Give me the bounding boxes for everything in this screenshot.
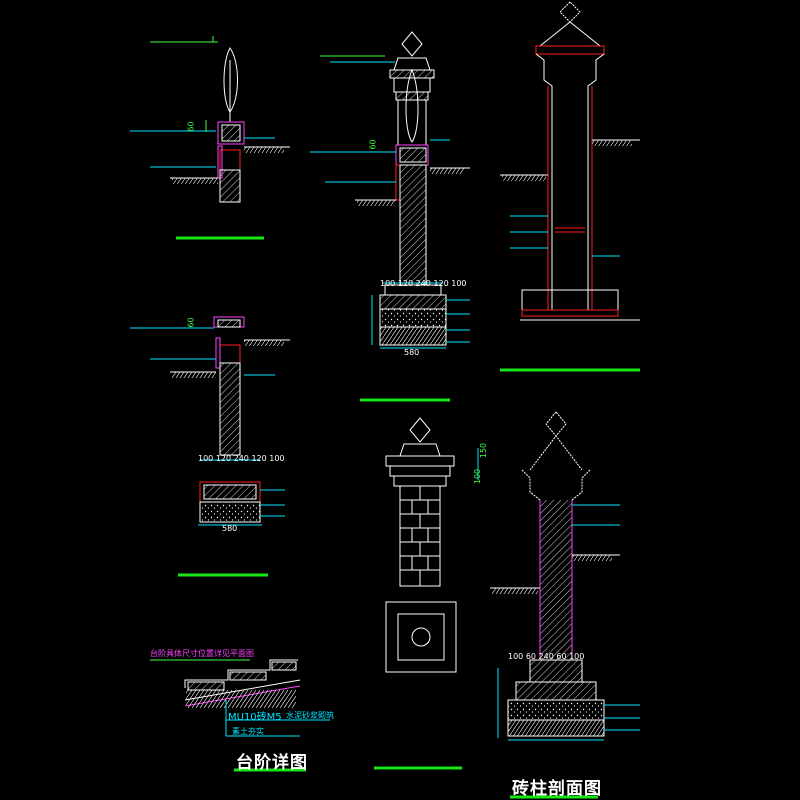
- cement-mortar-label: 水泥砂浆砌筑: [286, 711, 334, 720]
- brick-mortar-label: MU10砖M5: [228, 712, 282, 723]
- pillar-section: [490, 411, 640, 741]
- detail-3: [500, 1, 640, 372]
- dim-60-detail1: 60: [186, 121, 196, 132]
- pillar-section-title: 砖柱剖面图: [512, 779, 602, 799]
- dim-580-detail2: 580: [404, 348, 420, 357]
- detail-2: [310, 31, 470, 402]
- soil-label: 素土夯实: [232, 727, 264, 736]
- dim-row-detail2: 100 120 240 120 100: [380, 279, 467, 288]
- dim-row-detail4: 100 120 240 120 100: [198, 454, 285, 463]
- dim-row-pillar: 100 60 240 60 100: [508, 652, 585, 661]
- step-note: 台阶具体尺寸位置详见平面图: [150, 649, 254, 658]
- elevation-and-plan: [374, 417, 479, 770]
- dim-580-detail4: 580: [222, 524, 238, 533]
- dim-60-detail2: 60: [368, 139, 378, 150]
- step-detail-title: 台阶详图: [236, 753, 308, 773]
- dim-150-elevation: 150: [479, 442, 489, 459]
- detail-1: [130, 36, 290, 240]
- dim-100-elevation: 100: [473, 468, 483, 485]
- dim-60-detail4: 60: [186, 317, 196, 328]
- detail-4: [130, 316, 290, 577]
- step-detail: [150, 659, 330, 737]
